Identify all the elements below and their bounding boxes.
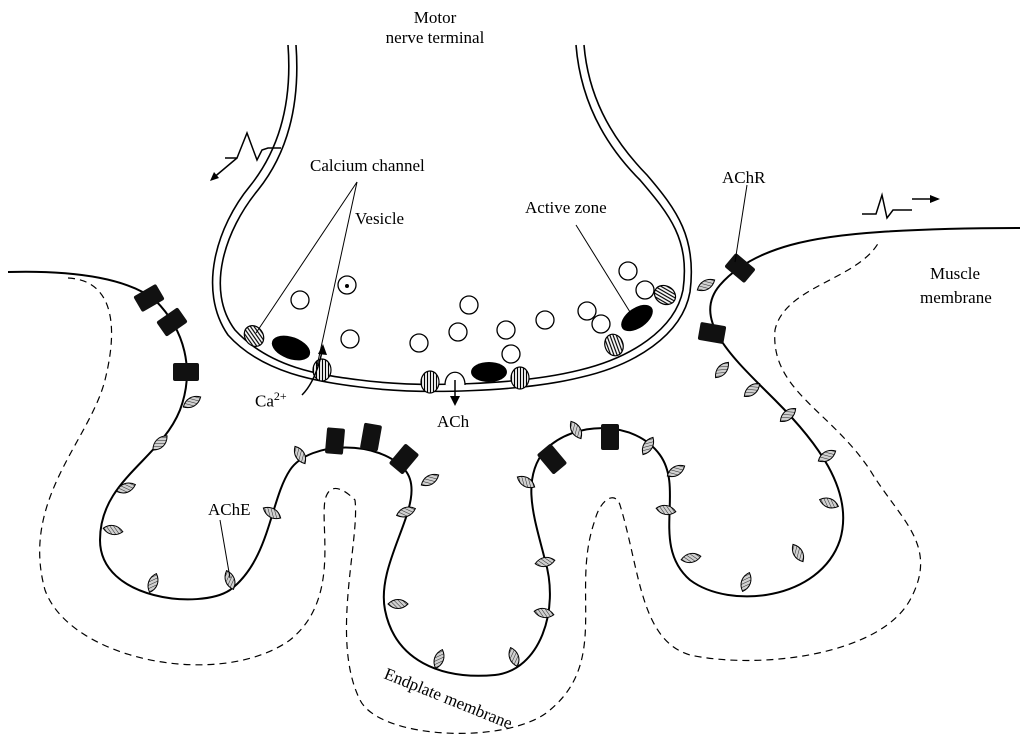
ca-entry-arrow [301,351,323,396]
achr-receptor [173,363,199,381]
ache-enzyme [740,571,752,593]
ache-enzyme [433,648,445,670]
achr-receptors [133,253,755,474]
calcium-channel [420,370,440,394]
ache-label: AChE [208,500,251,519]
ache-enzyme [387,599,409,609]
ache-enzyme [818,497,840,509]
ache-enzyme [293,445,307,465]
leader-calcium-channel-1 [255,181,358,334]
vesicle [409,333,429,353]
ache-enzyme [534,556,556,568]
vesicle [496,320,516,340]
ache-enzyme [420,473,440,487]
ca2-label: Ca2+ [255,386,287,412]
ach-label: ACh [437,412,470,431]
achr-receptor [360,422,382,452]
calcium-channel [510,366,530,390]
active-zone-label: Active zone [525,198,607,217]
achr-label: AChR [722,168,766,187]
vesicle-label: Vesicle [355,209,405,228]
ache-enzyme [395,506,417,518]
ache-enzyme [569,420,583,440]
motor-nerve-label-line2: nerve terminal [385,28,485,47]
calcium-channel [653,284,677,306]
vesicle [591,314,611,334]
calcium-channel [312,358,332,382]
leader-active-zone [575,224,631,313]
ache-enzymes [102,278,840,670]
achr-receptor [133,284,165,312]
muscle-membrane-label-line1: Muscle [930,264,981,283]
ache-enzyme [508,646,520,668]
ach-release-vesicle [444,371,466,386]
achr-receptor [601,424,619,450]
vesicle [290,290,310,310]
muscle-action-potential-icon [862,192,912,220]
vesicle [459,295,479,315]
muscle-membrane-label-line2: membrane [920,288,992,307]
achr-receptor [725,253,755,283]
active-zone [621,304,653,332]
leader-calcium-channel-2 [316,181,358,367]
ache-enzyme [641,436,655,456]
achr-receptor [697,322,727,344]
achr-receptor [537,444,567,474]
calcium-channel [243,325,265,347]
ca2-label-base: Ca [255,391,274,411]
calcium-channel [604,333,624,357]
nerve-action-potential-icon [225,130,281,162]
vesicles [290,261,655,364]
active-zones [271,304,653,382]
ache-enzyme [791,543,805,563]
calcium-channel-label: Calcium channel [310,156,425,175]
ache-enzyme [743,383,761,397]
active-zone [271,335,311,361]
ache-enzyme [224,569,236,591]
nerve-terminal-outer [219,44,686,386]
ache-enzyme [680,552,702,564]
ache-enzyme [115,482,137,494]
ache-enzyme [262,506,282,520]
vesicle [635,280,655,300]
leader-lines [219,181,748,579]
vesicle [340,329,360,349]
achr-receptor [156,307,188,337]
vesicle-dot [345,284,349,288]
ache-enzyme [666,464,686,478]
ach-arrow-head [450,396,460,406]
vesicle [577,301,597,321]
ache-enzyme [779,408,797,422]
muscle-ap-arrow-head [930,195,940,203]
ache-enzyme [102,524,124,536]
vesicle [535,310,555,330]
vesicle [448,322,468,342]
vesicle [618,261,638,281]
nerve-ap-arrow-head [210,172,219,181]
ache-enzyme [533,607,555,619]
leader-achr [734,184,748,263]
achr-receptor [389,444,419,474]
ca2-label-charge: 2+ [273,389,287,403]
muscle-dashed-boundary [39,239,922,734]
ache-enzyme [182,395,202,409]
muscle-membrane [7,227,1021,677]
ache-enzyme [516,475,536,489]
ache-enzyme [696,278,716,292]
leader-ache [219,519,231,579]
ache-enzyme [152,435,168,451]
vesicle [501,344,521,364]
ache-enzyme [147,572,159,594]
ache-enzyme [655,504,677,516]
ache-enzyme [715,361,729,379]
active-zone [471,362,507,382]
achr-receptor [325,427,345,455]
ache-enzyme [817,449,837,463]
motor-nerve-label-line1: Motor [413,8,457,27]
